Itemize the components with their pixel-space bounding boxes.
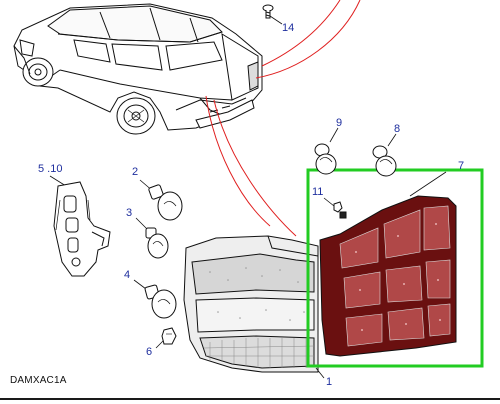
screw-14 (262, 4, 283, 25)
callout-9: 9 (336, 117, 343, 129)
front-wheel (22, 57, 54, 87)
callout-3: 3 (126, 207, 133, 219)
bulb-4 (133, 279, 177, 319)
callout-7: 7 (458, 160, 465, 172)
callout-14: 14 (282, 22, 295, 34)
screw-11 (323, 197, 347, 219)
callout-2: 2 (132, 166, 139, 178)
callout-6: 6 (146, 346, 153, 358)
bottom-rule (0, 398, 500, 400)
callout-4: 4 (124, 269, 131, 281)
bulb-8 (372, 133, 397, 177)
nut-6 (155, 327, 177, 349)
diagram-code: DAMXAC1A (10, 375, 67, 386)
bulb-3 (135, 217, 169, 259)
callout-8: 8 (394, 123, 401, 135)
bulb-2 (139, 179, 183, 221)
red-leader-lines (205, 0, 361, 237)
rear-wheel (116, 97, 156, 135)
rear-lamp-inner-7 (319, 171, 457, 357)
bulb-9 (314, 127, 339, 175)
callout-5-10: 5 .10 (38, 163, 63, 175)
bulb-holder-5-10 (49, 175, 111, 277)
rear-lamp-assembly-1 (183, 235, 325, 379)
vehicle-illustration (13, 3, 263, 135)
callout-1: 1 (326, 376, 333, 388)
callout-11: 11 (312, 186, 324, 198)
